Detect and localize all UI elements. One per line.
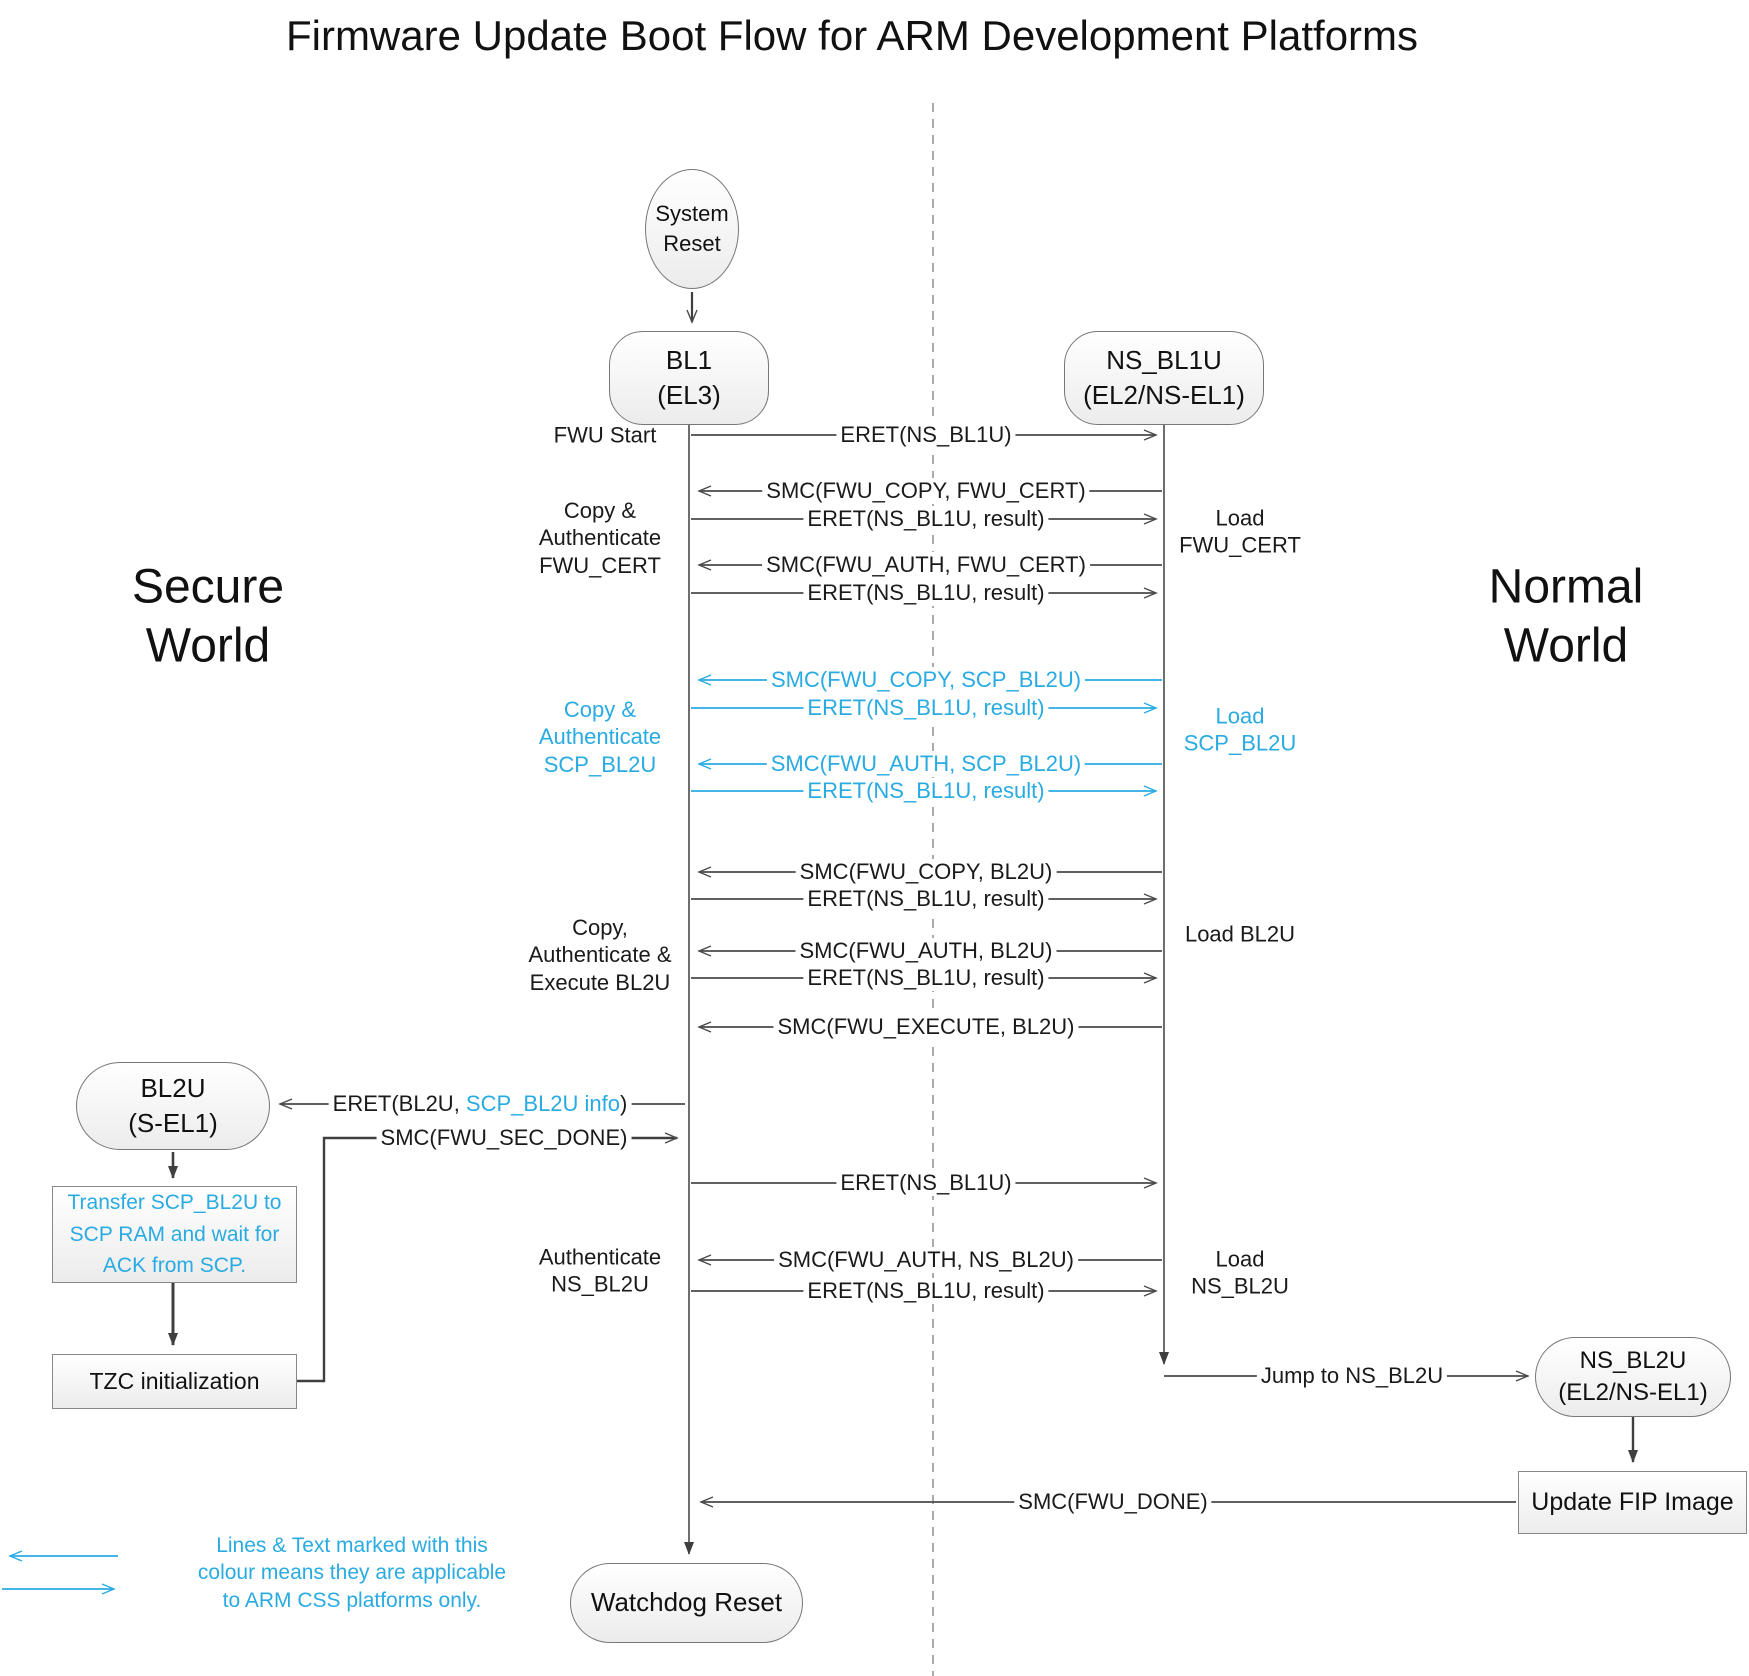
msg-smc-fwu-auth-fwu-cert: SMC(FWU_AUTH, FWU_CERT) (762, 552, 1090, 578)
secure-world-label: Secure World (131, 560, 285, 672)
label-copy-auth-fwu-cert: Copy & Authenticate FWU_CERT (538, 498, 662, 578)
label-authenticate-ns-bl2u: Authenticate NS_BL2U (538, 1244, 662, 1297)
msg-eret-result: ERET(NS_BL1U, result) (803, 506, 1049, 532)
msg-eret-result: ERET(NS_BL1U, result) (803, 580, 1049, 606)
label-load-fwu-cert: Load FWU_CERT (1179, 505, 1301, 558)
label-fwu-start: FWU Start (553, 422, 657, 448)
node-ns-bl1u: NS_BL1U (EL2/NS-EL1) (1064, 331, 1264, 425)
msg-smc-fwu-copy-fwu-cert: SMC(FWU_COPY, FWU_CERT) (762, 478, 1090, 504)
msg-smc-fwu-auth-scp-bl2u: SMC(FWU_AUTH, SCP_BL2U) (766, 751, 1086, 777)
node-transfer-scp-bl2u: Transfer SCP_BL2U to SCP RAM and wait fo… (52, 1186, 297, 1283)
legend-text: Lines & Text marked with this colour mea… (197, 1534, 507, 1612)
node-bl2u: BL2U (S-EL1) (76, 1062, 270, 1150)
node-system-reset: System Reset (645, 169, 739, 289)
msg-eret-bl2u-highlight: SCP_BL2U info (465, 1091, 621, 1116)
label-copy-auth-exec-bl2u: Copy, Authenticate & Execute BL2U (528, 915, 672, 995)
msg-smc-fwu-sec-done: SMC(FWU_SEC_DONE) (376, 1125, 632, 1151)
msg-smc-fwu-auth-ns-bl2u: SMC(FWU_AUTH, NS_BL2U) (774, 1247, 1078, 1273)
label-load-ns-bl2u: Load NS_BL2U (1191, 1246, 1289, 1299)
msg-eret-result: ERET(NS_BL1U, result) (803, 886, 1049, 912)
msg-smc-fwu-copy-scp-bl2u: SMC(FWU_COPY, SCP_BL2U) (766, 667, 1086, 693)
msg-eret-result: ERET(NS_BL1U, result) (803, 778, 1049, 804)
msg-smc-fwu-auth-bl2u: SMC(FWU_AUTH, BL2U) (795, 938, 1057, 964)
label-load-scp-bl2u: Load SCP_BL2U (1183, 703, 1297, 756)
msg-smc-fwu-copy-bl2u: SMC(FWU_COPY, BL2U) (795, 859, 1057, 885)
msg-eret-bl2u-scp-info: ERET(BL2U, SCP_BL2U info) (328, 1091, 632, 1117)
msg-eret-bl2u-prefix: ERET(BL2U, (332, 1091, 466, 1116)
page-title: Firmware Update Boot Flow for ARM Develo… (285, 12, 1419, 59)
node-update-fip-image: Update FIP Image (1518, 1471, 1747, 1534)
msg-eret-result: ERET(NS_BL1U, result) (803, 965, 1049, 991)
msg-jump-to-ns-bl2u: Jump to NS_BL2U (1256, 1363, 1448, 1389)
msg-eret-bl2u-suffix: ) (620, 1091, 628, 1116)
node-watchdog-reset: Watchdog Reset (570, 1563, 803, 1643)
node-tzc-initialization: TZC initialization (52, 1354, 297, 1409)
msg-eret-result: ERET(NS_BL1U, result) (803, 695, 1049, 721)
msg-eret-result: ERET(NS_BL1U, result) (803, 1278, 1049, 1304)
label-copy-auth-scp-bl2u: Copy & Authenticate SCP_BL2U (538, 697, 662, 777)
msg-smc-fwu-execute-bl2u: SMC(FWU_EXECUTE, BL2U) (773, 1014, 1079, 1040)
label-load-bl2u: Load BL2U (1184, 921, 1296, 947)
node-ns-bl2u: NS_BL2U (EL2/NS-EL1) (1535, 1337, 1731, 1417)
msg-eret-ns-bl1u: ERET(NS_BL1U) (836, 1170, 1016, 1196)
normal-world-label: Normal World (1488, 560, 1644, 672)
node-bl1: BL1 (EL3) (609, 331, 769, 425)
msg-eret-ns-bl1u: ERET(NS_BL1U) (836, 422, 1016, 448)
msg-smc-fwu-done: SMC(FWU_DONE) (1014, 1489, 1212, 1515)
